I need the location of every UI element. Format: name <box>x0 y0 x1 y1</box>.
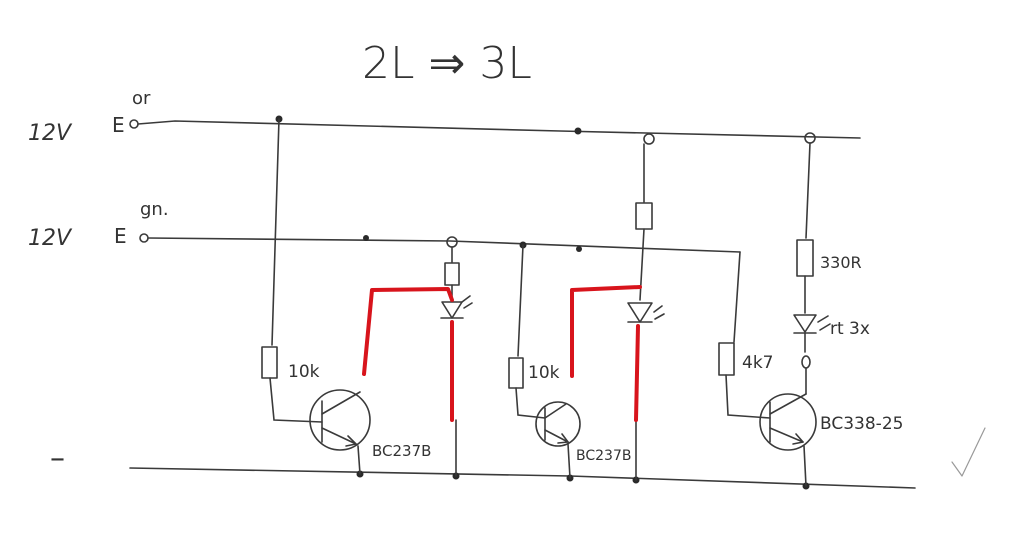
stage3-test-point <box>801 355 811 369</box>
transistor-q3 <box>759 393 817 451</box>
stage1-base-feed <box>271 118 280 346</box>
input-label-gn: 12V E gn. <box>28 199 169 251</box>
input-color-or: or <box>132 88 151 109</box>
stage1-led <box>440 295 473 319</box>
stage3-collector-feed <box>805 142 811 239</box>
stage2-emitter-wire <box>567 443 571 479</box>
stage1-red-modification <box>362 287 454 422</box>
transistor-q2 <box>535 401 581 447</box>
r4-label: 330R <box>820 253 862 272</box>
diagram-title: 2L ⇒ 3L <box>362 38 532 89</box>
resistor-r3 <box>718 342 735 376</box>
input-terminal-or-pin <box>129 119 139 129</box>
q1-label: BC237B <box>372 442 431 460</box>
resistor-r2 <box>508 357 524 389</box>
r2-label: 10k <box>528 363 560 383</box>
input-terminal-or: E <box>112 113 125 137</box>
input-terminal-gn: E <box>114 224 127 248</box>
erase-patch <box>340 296 435 420</box>
stage1-base-wire <box>269 377 323 423</box>
input-color-gn: gn. <box>140 199 169 220</box>
led-3x <box>793 314 831 334</box>
q3-label: BC338-25 <box>820 414 903 434</box>
rail-or <box>137 120 861 139</box>
stage2-led-link <box>639 228 645 301</box>
resistor-r4 <box>796 239 814 277</box>
transistor-q1 <box>309 389 371 451</box>
resistor-r1 <box>261 346 278 379</box>
check-mark <box>951 427 986 477</box>
stage2-base-wire <box>515 387 546 419</box>
input-terminal-gn-pin <box>139 233 149 243</box>
stage3-emitter-wire <box>803 445 807 487</box>
stage2-base-feed <box>517 244 524 357</box>
led3-label: rt 3x <box>830 319 870 339</box>
stage1-resistor <box>444 262 460 286</box>
input-voltage-gn: 12V <box>28 226 73 251</box>
stage3-base-feed <box>733 251 741 343</box>
r1-label: 10k <box>288 362 320 382</box>
erase-patch <box>565 292 675 417</box>
stage2-red-modification <box>570 285 642 422</box>
rail-gn <box>147 237 741 253</box>
input-label-or: 12V E or <box>28 88 151 146</box>
rail-ground <box>129 467 916 489</box>
r3-label: 4k7 <box>742 353 773 373</box>
stage2-resistor <box>635 202 653 230</box>
stage2-led <box>627 302 665 323</box>
ground-symbol: – <box>50 441 65 476</box>
q2-label: BC237B <box>576 448 631 464</box>
input-voltage-or: 12V <box>28 121 73 146</box>
stage3-base-wire <box>725 374 771 419</box>
stage1-emitter-wire <box>357 445 361 475</box>
